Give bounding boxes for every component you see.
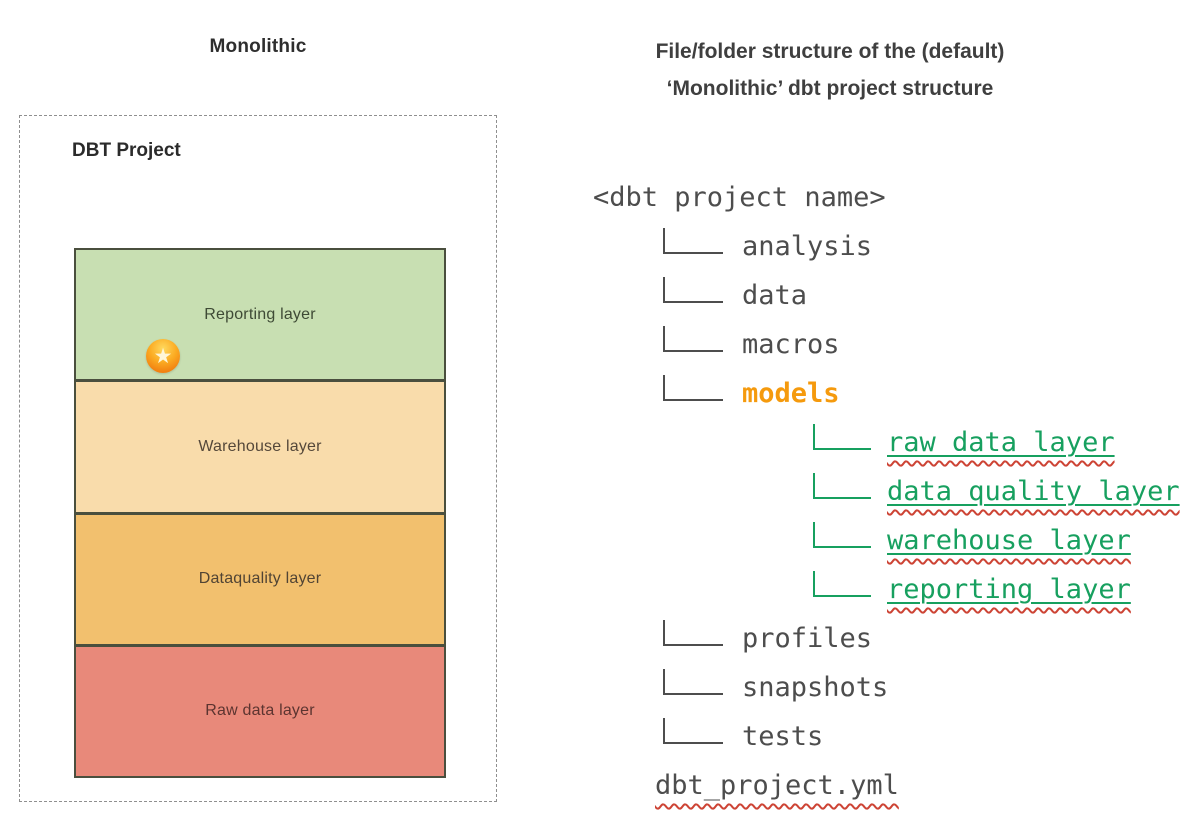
tree-item-label: tests [742,721,824,752]
dbt-project-label: DBT Project [72,140,181,161]
tree-item-snapshots: snapshots [593,663,1180,712]
tree-item-label: analysis [742,231,873,262]
tree-branch-connector [813,472,871,499]
tree-item-analysis: analysis [593,222,1180,271]
tree-item-macros: macros [593,320,1180,369]
tree-branch-connector [663,717,723,744]
layer-raw-data-layer: Raw data layer [76,646,444,776]
tree-branch-connector [663,668,723,695]
tree-branch-connector [813,521,871,548]
tree-item-label-text: data quality layer [887,476,1180,507]
tree-item-label: reporting layer [887,574,1131,605]
tree-item-dbt-project-yml: dbt_project.yml [593,761,1180,810]
tree-branch-connector [813,423,871,450]
tree-item-profiles: profiles [593,614,1180,663]
tree-branch-connector [663,227,723,254]
tree-branch-connector [663,276,723,303]
layer-dataquality-layer: Dataquality layer [76,514,444,647]
layer-label: Reporting layer [204,305,316,323]
tree-item-label-text: warehouse layer [887,525,1131,556]
tree-item-label: dbt_project.yml [655,770,899,801]
file-tree: <dbt project name> analysis data macros mod… [593,173,1180,810]
tree-item-label: data [742,280,808,311]
tree-branch-connector [663,374,723,401]
tree-item-warehouse-layer: warehouse layer [593,516,1180,565]
tree-item-label: models [742,378,840,409]
tree-item-models: models [593,369,1180,418]
monolithic-title: Monolithic [209,36,307,57]
dbt-project-box: DBT Project Reporting layer ★ Warehouse la… [19,115,497,802]
file-structure-title-line1: File/folder structure of the (default) [655,40,1005,63]
tree-item-label: raw data layer [887,427,1115,458]
tree-item-label: macros [742,329,840,360]
tree-item-label: warehouse layer [887,525,1131,556]
layer-label: Dataquality layer [198,570,322,588]
tree-item-label-text: reporting layer [887,574,1131,605]
layer-label: Warehouse layer [198,437,322,455]
tree-item-data-quality-layer: data quality layer [593,467,1180,516]
tree-branch-connector [663,619,723,646]
tree-item-raw-data-layer: raw data layer [593,418,1180,467]
file-structure-title-line2: ‘Monolithic’ dbt project structure [666,77,994,100]
star-icon: ★ [146,339,180,374]
layer-label: Raw data layer [205,702,315,720]
tree-item-tests: tests [593,712,1180,761]
tree-branch-connector [813,570,871,597]
tree-item-label-text: raw data layer [887,427,1115,458]
tree-root: <dbt project name> [593,173,1180,222]
tree-item-data: data [593,271,1180,320]
layer-warehouse-layer: Warehouse layer [76,382,444,515]
tree-root-label: <dbt project name> [593,182,886,213]
tree-item-label: snapshots [742,672,889,703]
tree-branch-connector [663,325,723,352]
tree-item-label: profiles [742,623,873,654]
tree-item-label: data quality layer [887,476,1180,507]
file-structure-title: File/folder structure of the (default) ‘… [590,33,1070,107]
tree-item-reporting-layer: reporting layer [593,565,1180,614]
layer-reporting-layer: Reporting layer ★ [76,250,444,383]
